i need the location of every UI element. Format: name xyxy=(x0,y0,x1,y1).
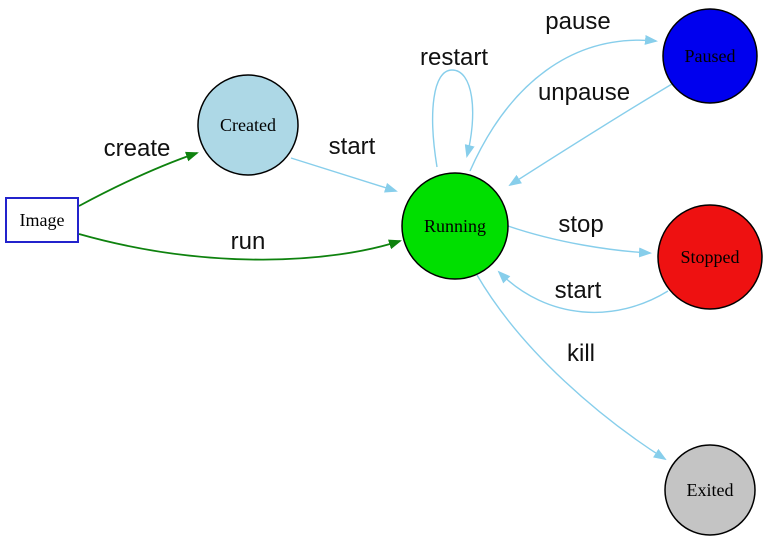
node-label-stopped: Stopped xyxy=(680,247,739,267)
node-stopped xyxy=(657,204,763,310)
edge-label-restart: restart xyxy=(420,44,488,71)
edge-create xyxy=(78,151,199,207)
edge-label-pause: pause xyxy=(545,8,610,35)
edge-run xyxy=(78,233,402,261)
node-image xyxy=(5,197,79,243)
edges-layer xyxy=(78,34,673,461)
node-created xyxy=(197,74,299,176)
edge-pause xyxy=(469,34,658,172)
node-label-running: Running xyxy=(424,216,486,236)
edge-start-created-running xyxy=(290,157,398,193)
node-paused xyxy=(662,8,758,104)
labels-layer: create run start restart pause unpause stop sta… xyxy=(20,8,740,500)
edge-label-start-created-running: start xyxy=(329,133,376,160)
edge-label-stop: stop xyxy=(558,211,603,238)
edge-stop xyxy=(507,225,652,258)
node-label-exited: Exited xyxy=(687,480,734,500)
edge-kill xyxy=(476,274,667,461)
node-label-created: Created xyxy=(220,115,276,135)
edge-label-run: run xyxy=(231,228,266,255)
edge-restart xyxy=(432,69,475,168)
edge-label-kill: kill xyxy=(567,340,595,367)
edge-unpause xyxy=(508,83,673,187)
node-running xyxy=(401,172,509,280)
edge-label-unpause: unpause xyxy=(538,79,630,106)
edge-label-start-stopped-running: start xyxy=(555,277,602,304)
edge-start-stopped-running xyxy=(497,270,669,313)
nodes-layer xyxy=(5,8,763,536)
node-label-paused: Paused xyxy=(685,46,736,66)
edge-label-create: create xyxy=(104,135,171,162)
node-label-image: Image xyxy=(20,210,65,230)
node-exited xyxy=(664,444,756,536)
